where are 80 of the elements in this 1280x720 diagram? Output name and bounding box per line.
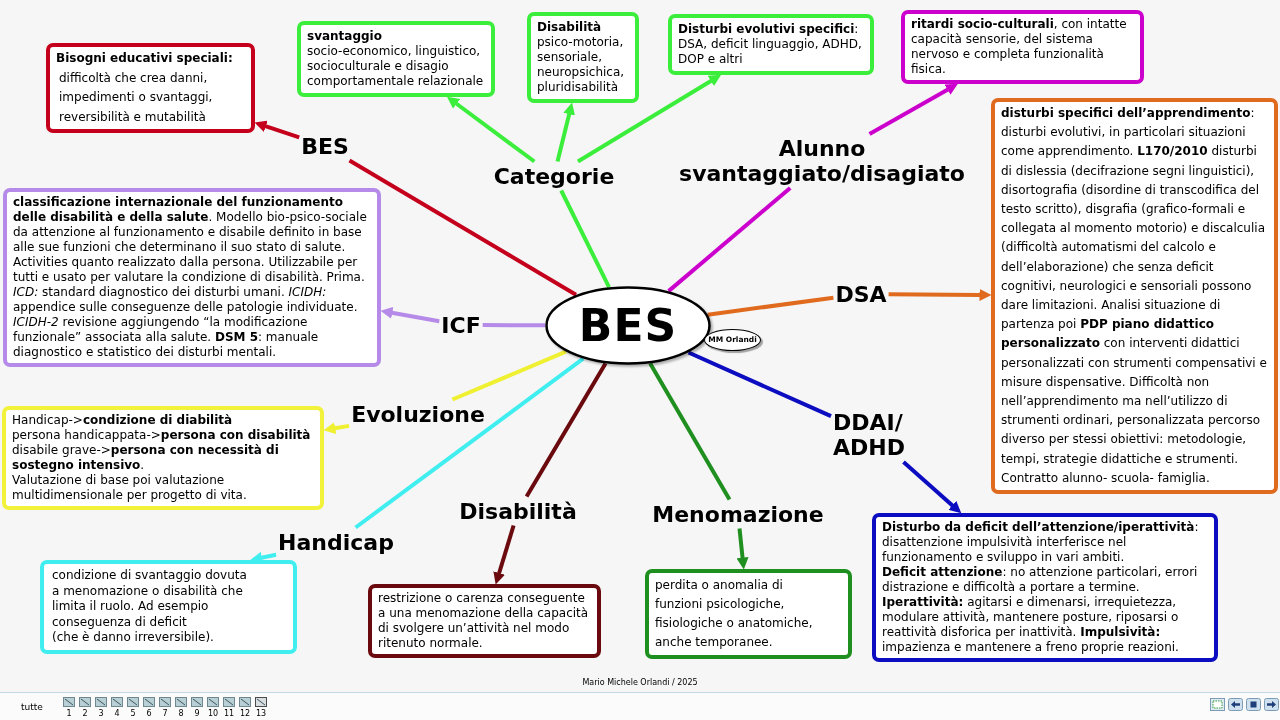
- slide-number: 3: [98, 709, 104, 718]
- branch-label: Menomazione: [652, 501, 824, 527]
- slide-number: 12: [239, 709, 251, 718]
- branch-label: Disabilità: [459, 498, 577, 524]
- author-credit: Mario Michele Orlandi / 2025: [582, 678, 698, 688]
- description-text: disturbi specifici dell’apprendimento: disturbi evolutivi, in particolari situazioni come apprendimento. L170/2010 disturbi di dislessia (decifrazione segni linguistici), disortografia (disordine di transcodifica del testo scritto), disgrafia (grafico-formali e collegata al momento motorio) e discalculia (difficoltà automatismi del calcolo e dell’elaborazione) che senza deficit cognitivi, neurologici e sensoriali possono dare limitazioni. Analisi situazione di partenza poi PDP piano didattico personalizzato con interventi didattici personalizzati con strumenti compensativi e misure dispensative. Difficoltà non nell’apprendimento ma nell’utilizzo di strumenti ordinari, personalizzata percorso diverso per stessi obiettivi: metodologie, tempi, strategie didattiche e strumenti. Contratto alunno- scuola- famiglia.: [1001, 105, 1268, 487]
- slide-number: 11: [223, 709, 235, 718]
- description-text: perdita o anomalia di funzioni psicologiche, fisiologiche o anatomiche, anche temporanee.: [655, 577, 814, 651]
- note-box: [668, 14, 874, 75]
- branch-label: Alunno svantaggiato/disagiato: [662, 136, 982, 186]
- branch-label: DSA: [835, 281, 887, 307]
- description-text: psico-motoria, sensoriale, neuropsichica, pluridisabilità: [537, 35, 626, 95]
- connector-line: [354, 357, 585, 530]
- note-box: [297, 21, 495, 97]
- description-text: ritardi socio-culturali, con intatte capacità sensorie, del sistema nervoso e completa funzionalità fisica.: [911, 17, 1128, 77]
- arrow: [493, 524, 516, 585]
- connector-line: [482, 323, 545, 328]
- arrow: [868, 83, 958, 136]
- slide-number: 8: [178, 709, 184, 718]
- branch-label: DDAI/ ADHD: [833, 410, 913, 460]
- note-box: [40, 560, 297, 654]
- note-box: [2, 406, 324, 510]
- description-text: Disturbo da deficit dell’attenzione/iperattività: disattenzione impulsività interferisce nel funzionamento e sviluppo in vari ambiti.: [882, 520, 1200, 565]
- connector-line: [648, 362, 732, 501]
- description-text: classificazione internazionale del funzionamento delle disabilità e della salute. Modello bio-psico-sociale da attenzione al funzionamento e disabile definito in base alle sue funzioni che determinano il suo stato di salute. Activities quanto realizzato dalla persona. Utilizzabile per tutti e usato per valutare la condizione di disabilità. Prima. ICD: standard diagnostico dei disturbi umani. ICIDH: appendice sulle conseguenze delle patologie individuate. ICIDH-2 revisione aggiungendo “la modificazione funzionale” associata alla salute. DSM 5: manuale diagnostico e statistico dei disturbi mentali.: [13, 195, 368, 360]
- slide-number: 9: [194, 709, 200, 718]
- arrow: [576, 74, 722, 164]
- arrow: [555, 102, 575, 162]
- branch-label: Categorie: [493, 163, 615, 189]
- arrow: [254, 120, 300, 140]
- connector-line: [707, 295, 834, 317]
- branch-label: ICF: [441, 312, 481, 338]
- description-text: persona handicappata->persona con disabilità: [12, 428, 312, 443]
- description-text: Iperattività: agitarsi e dimenarsi, irrequietezza, modulare attività, mantenere posture, riposarsi o reattività disforica per inattività. Impulsività: impazienza e mantenere a freno proprie reazioni.: [882, 595, 1180, 655]
- heading-text: svantaggio: [307, 29, 383, 44]
- show-all-link: tutte: [21, 702, 43, 712]
- heading-text: Bisogni educativi speciali:: [56, 50, 234, 67]
- description-text: condizione di svantaggio dovuta a menomazione o disabilità che limita il ruolo. Ad esempio conseguenza di deficit: [52, 568, 248, 630]
- description-text: Disturbi evolutivi specifici:: [678, 22, 860, 37]
- description-text: disabile grave->persona con necessità di sostegno intensivo.: [12, 443, 280, 473]
- slide-number: 5: [130, 709, 136, 718]
- description-text: difficoltà che crea danni, impedimenti o svantaggi, reversibilità e mutabilità: [58, 69, 214, 126]
- slide-number: 2: [82, 709, 88, 718]
- arrow: [323, 422, 350, 435]
- slide-number: 7: [162, 709, 168, 718]
- slide-number: 13: [255, 709, 267, 718]
- note-box: [901, 10, 1144, 84]
- slide-number: 10: [207, 709, 219, 718]
- central-ellipse: [545, 286, 711, 365]
- slide-number: 1: [66, 709, 72, 718]
- note-box: [368, 584, 601, 658]
- slide-number: 4: [114, 709, 120, 718]
- heading-text: Disabilità: [537, 20, 603, 35]
- branch-label: BES: [301, 133, 349, 159]
- note-box: [527, 12, 639, 103]
- description-text: (che è danno irreversibile).: [52, 630, 215, 646]
- branch-label: Evoluzione: [351, 401, 485, 427]
- branch-label: Handicap: [278, 529, 394, 555]
- description-text: socio-economico, linguistico, socioculturale e disagio comportamentale relazionale: [307, 44, 485, 89]
- connector-line: [348, 158, 577, 297]
- description-text: restrizione o carenza conseguente a una menomazione della capacità di svolgere un’attività nel modo ritenuto normale.: [378, 591, 590, 651]
- description-text: Handicap->condizione di diabilità: [12, 413, 234, 428]
- arrow: [902, 460, 962, 514]
- note-box: [46, 43, 255, 133]
- description-text: Deficit attenzione: no attenzione particolari, errori distrazione e difficoltà a portare a termine.: [882, 565, 1199, 595]
- connector-line: [451, 349, 567, 402]
- central-title: BES: [578, 300, 678, 351]
- connector-line: [524, 362, 608, 498]
- description-text: DSA, deficit linguaggio, ADHD, DOP e altri: [678, 37, 863, 67]
- arrow: [380, 307, 440, 324]
- slide-number: 6: [146, 709, 152, 718]
- arrow: [888, 288, 992, 301]
- connector-line: [667, 186, 792, 293]
- connector-line: [559, 189, 611, 288]
- arrow: [736, 528, 749, 570]
- note-box: [645, 569, 852, 659]
- note-box: [872, 513, 1218, 662]
- connector-line: [687, 350, 832, 419]
- description-text: Valutazione di base poi valutazione multidimensionale per progetto di vita.: [12, 473, 248, 503]
- arrow: [446, 96, 536, 164]
